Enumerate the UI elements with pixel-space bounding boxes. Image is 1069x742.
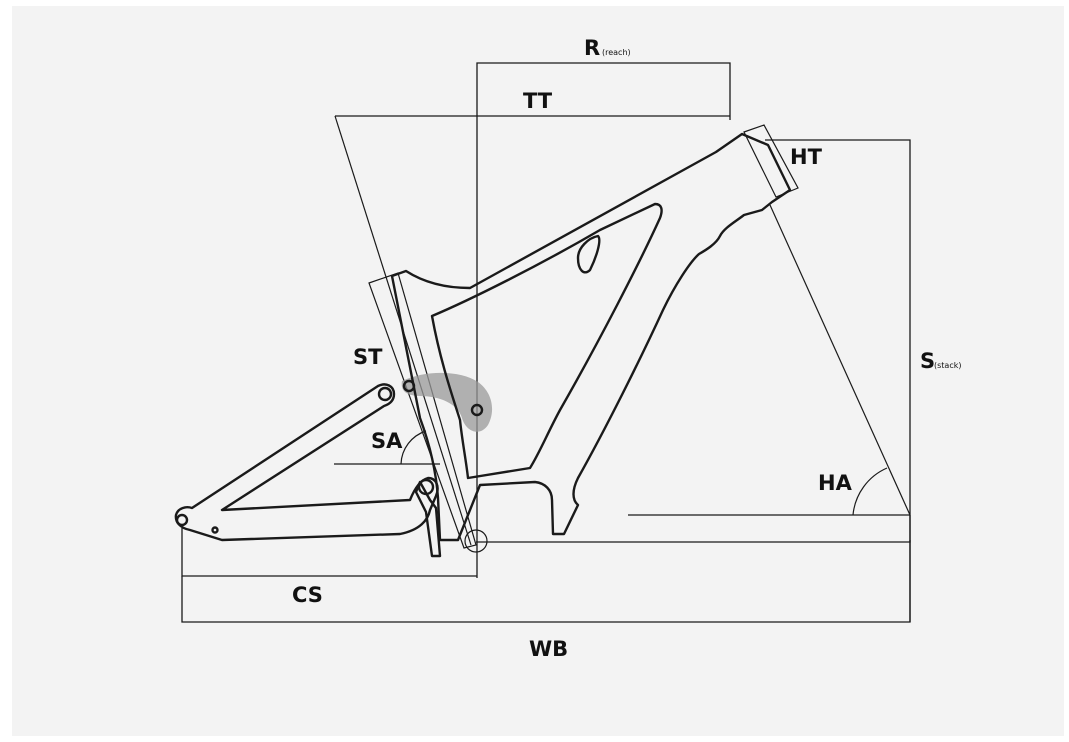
top-tube-cutout	[576, 234, 601, 274]
head-angle-arc	[852, 467, 888, 516]
chainstay-label: CS	[292, 583, 323, 607]
diagram-background	[12, 6, 1064, 736]
reach-sublabel: (reach)	[602, 48, 631, 57]
reach-label: R	[584, 36, 600, 60]
stack-sublabel: (stack)	[934, 361, 961, 370]
shock-mount-pivot	[470, 403, 484, 417]
front-triangle-inner	[430, 202, 663, 480]
rear-axle-pivot	[175, 513, 189, 527]
front-triangle-outline	[390, 132, 792, 542]
bb-ground-line	[476, 515, 911, 543]
reach-dimension	[476, 62, 731, 578]
head-tube-axis-line	[769, 204, 911, 516]
rear-lower-link	[414, 480, 442, 558]
head-angle-label: HA	[818, 471, 853, 495]
seat-angle-arc	[400, 430, 427, 465]
rear-shock-highlight	[401, 372, 493, 432]
rocker-pivot	[402, 379, 416, 393]
wheelbase-dimension	[181, 540, 911, 623]
seat-angle-label: SA	[371, 429, 403, 453]
dropout-bolt	[211, 526, 219, 534]
head-tube-label: HT	[790, 145, 823, 169]
seatstay-pivot	[377, 386, 393, 402]
stack-dimension	[765, 139, 911, 622]
stack-label: S	[920, 349, 935, 373]
wheelbase-label: WB	[529, 637, 568, 661]
main-pivot	[417, 478, 435, 496]
head-tube-outline	[743, 124, 799, 198]
bottom-bracket	[464, 529, 488, 553]
top-tube-label: TT	[523, 89, 553, 113]
seat-tube-label: ST	[353, 345, 383, 369]
rear-swingarm-outline	[174, 383, 439, 542]
